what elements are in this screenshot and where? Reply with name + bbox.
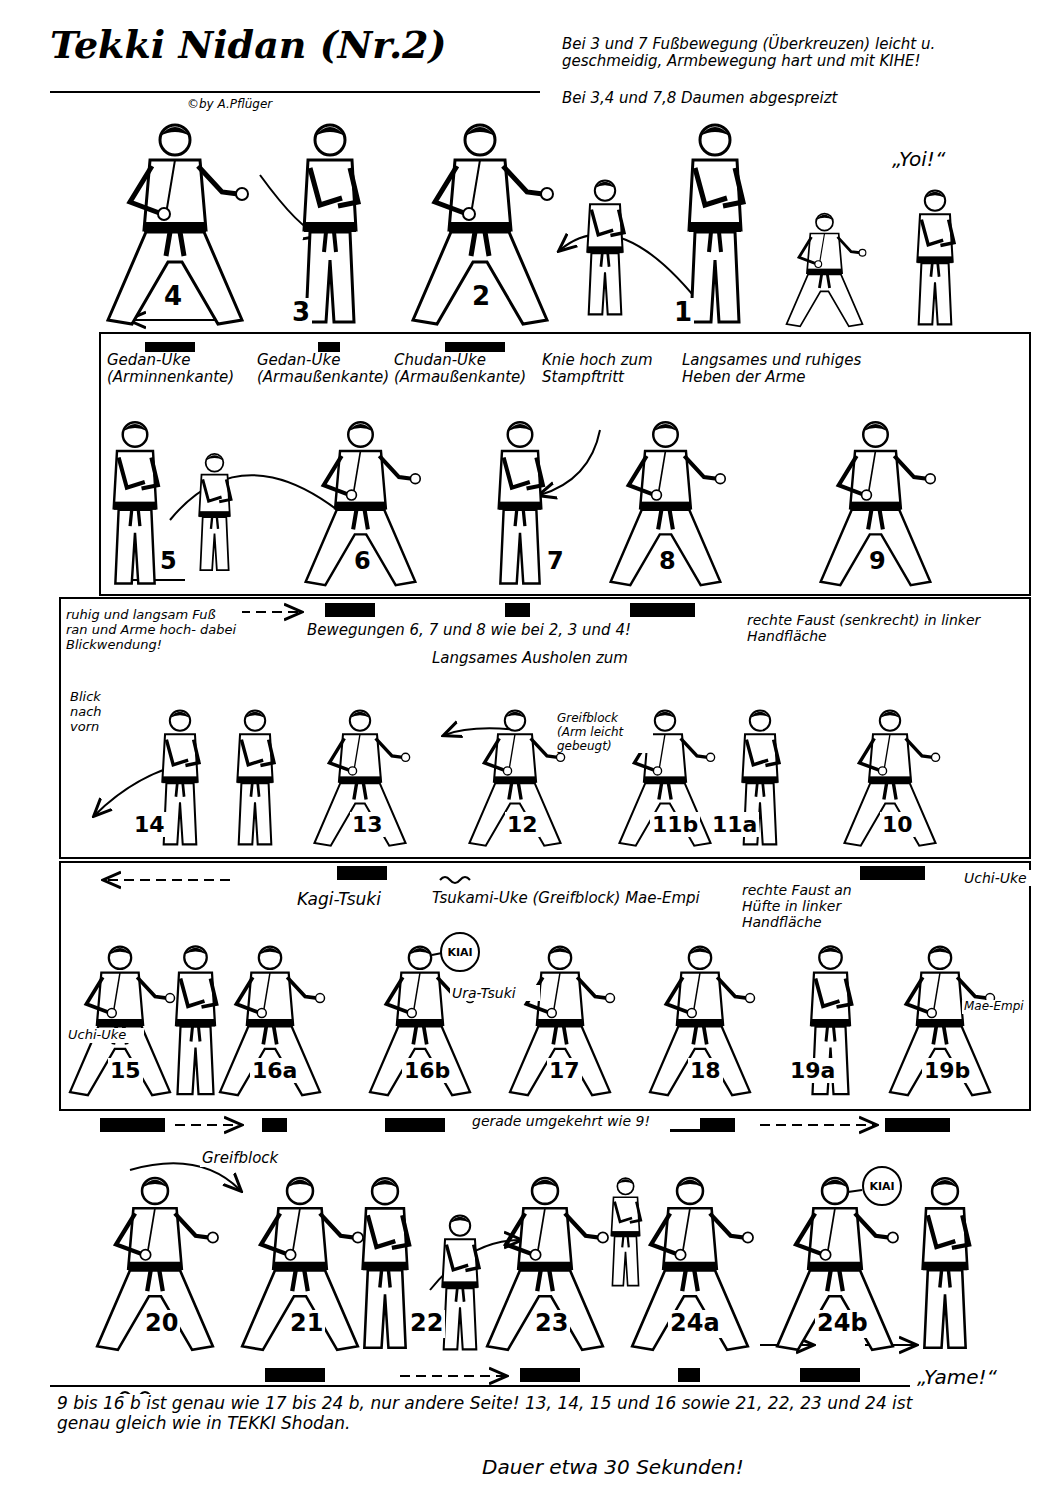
step-number: 20: [143, 1310, 180, 1338]
step-number: 6: [352, 548, 373, 576]
kata-title: Tekki Nidan (Nr.2): [50, 22, 447, 67]
note-text: Langsames Ausholen zum: [430, 650, 680, 667]
note-text: rechte Faust (senkrecht) in linker Handf…: [745, 612, 985, 644]
note-text: Langsames und ruhiges Heben der Arme: [680, 352, 880, 387]
step-number: 11a: [710, 812, 759, 837]
note-text: ©by A.Pflüger: [185, 98, 335, 112]
step-number: 11b: [650, 812, 700, 837]
note-text: Bewegungen 6, 7 und 8 wie bei 2, 3 und 4…: [305, 622, 645, 639]
step-number: 9: [867, 548, 888, 576]
step-number: 16a: [250, 1058, 299, 1083]
kiai-circle: KIAI: [862, 1166, 902, 1206]
note-text: rechte Faust an Hüfte in linker Handfläc…: [740, 882, 892, 930]
step-number: 7: [545, 548, 566, 576]
step-number: 23: [533, 1310, 570, 1338]
kiai-circle: KIAI: [440, 932, 480, 972]
step-number: 8: [657, 548, 678, 576]
step-number: 16b: [402, 1058, 452, 1083]
note-text: „Yoi!“: [890, 148, 980, 171]
note-text: Bei 3,4 und 7,8 Daumen abgespreizt: [560, 90, 860, 107]
step-number: 15: [108, 1058, 143, 1083]
note-text: Kagi-Tsuki: [295, 890, 425, 910]
step-number: 17: [547, 1058, 582, 1083]
note-text: Bei 3 und 7 Fußbewegung (Überkreuzen) le…: [560, 36, 1030, 71]
step-number: 14: [132, 812, 167, 837]
step-number: 3: [290, 298, 312, 328]
note-text: Tsukami-Uke (Greifblock) Mae-Empi: [430, 890, 730, 907]
note-text: ruhig und langsam Fuß ran und Arme hoch-…: [64, 608, 242, 653]
step-number: 19b: [922, 1058, 972, 1083]
step-number: 22: [408, 1310, 445, 1338]
step-number: 24b: [815, 1310, 870, 1338]
step-number: 18: [688, 1058, 723, 1083]
kiai-text: KIAI: [447, 946, 472, 959]
step-number: 5: [158, 548, 179, 576]
step-number: 21: [288, 1310, 325, 1338]
note-text: Uchi-Uke: [66, 1028, 144, 1043]
note-text: Knie hoch zum Stampftritt: [540, 352, 660, 387]
note-text: Blick nach vorn: [68, 690, 128, 735]
step-number: 12: [505, 812, 540, 837]
step-number: 24a: [668, 1310, 722, 1338]
kiai-text: KIAI: [869, 1180, 894, 1193]
step-number: 13: [350, 812, 385, 837]
note-text: Mae-Empi: [962, 1000, 1028, 1014]
step-number: 19a: [788, 1058, 837, 1083]
step-number: 1: [672, 298, 694, 328]
note-text: gerade umgekehrt wie 9!: [470, 1113, 700, 1129]
step-number: 4: [162, 282, 184, 312]
note-text: Uchi-Uke: [962, 870, 1032, 886]
note-text: Greifblock: [200, 1150, 310, 1167]
step-number: 2: [470, 282, 492, 312]
note-text: Ura-Tsuki: [450, 985, 540, 1001]
step-number: 10: [880, 812, 915, 837]
note-text: „Yame!“: [915, 1366, 1025, 1389]
note-text: Dauer etwa 30 Sekunden!: [480, 1456, 800, 1479]
note-text: 9 bis 16 b ist genau wie 17 bis 24 b, nu…: [55, 1394, 915, 1433]
note-text: Chudan-Uke (Armaußenkante): [392, 352, 527, 387]
note-text: Gedan-Uke (Arminnenkante): [105, 352, 245, 387]
note-text: Gedan-Uke (Armaußenkante): [255, 352, 380, 387]
note-text: Greifblock (Arm leicht gebeugt): [555, 712, 653, 753]
